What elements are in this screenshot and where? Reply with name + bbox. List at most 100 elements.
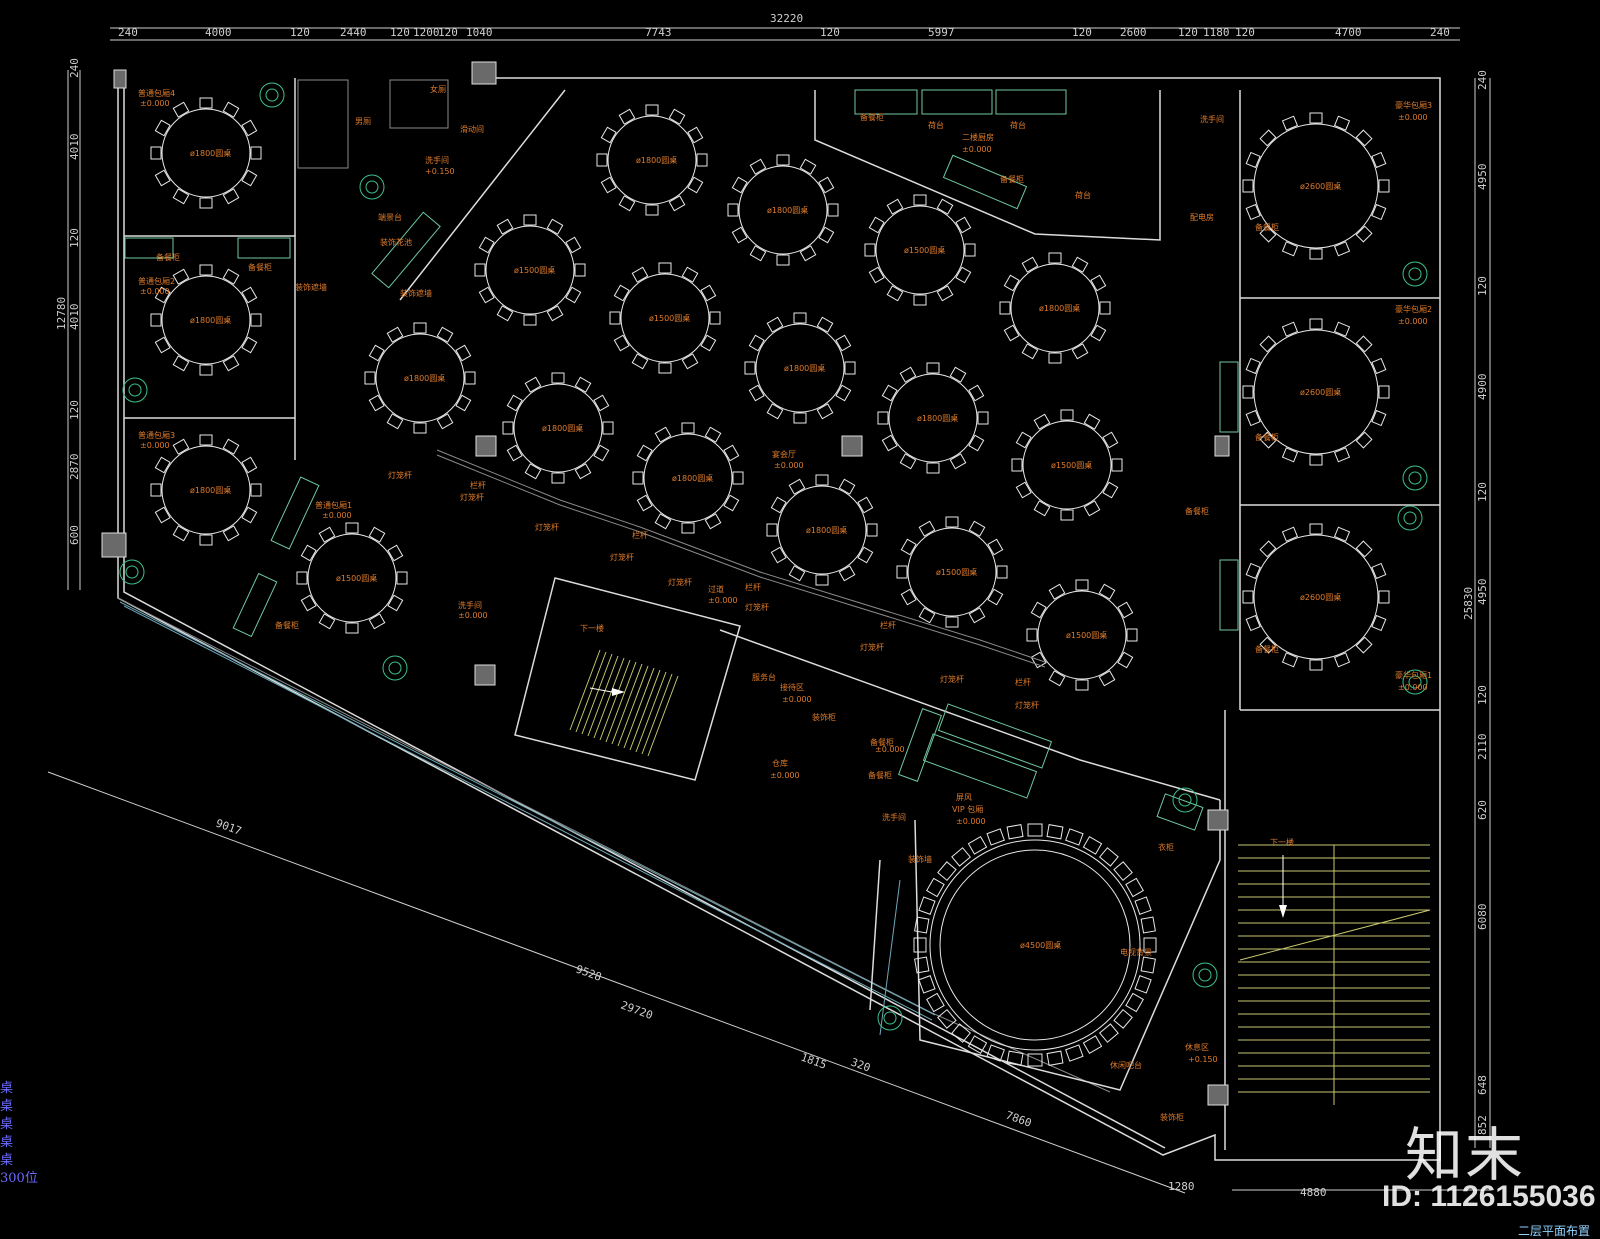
room-label: 配电房 [1190,212,1214,222]
room-label: 灯笼杆 [860,642,884,652]
dimension-label: 9528 [574,963,603,984]
room-label: 灯笼杆 [388,470,412,480]
room-label: 宴会厅 [772,449,796,459]
table-label: ø4500圆桌 [1020,940,1061,950]
watermark-id: ID: 1126155036 [1382,1180,1596,1213]
round-table: ø2600圆桌 [1242,523,1390,671]
room-label: 备餐柜 [275,620,299,630]
round-table: ø1800圆桌 [150,434,262,546]
table-label: ø2600圆桌 [1300,181,1341,191]
dimension-label: 120 [390,26,410,39]
plant-icon [1172,787,1198,813]
plant-icon [1402,465,1428,491]
room-label: +0.150 [1188,1055,1218,1064]
table-label: ø1500圆桌 [936,567,977,577]
table-label: ø1500圆桌 [904,245,945,255]
table-label: ø1500圆桌 [336,573,377,583]
dimension-label: 25830 [1462,587,1475,620]
room-label: 备餐柜 [868,770,892,780]
room-label: 荷台 [1075,190,1091,200]
vip-table: ø4500圆桌 [913,823,1157,1067]
dimension-label: 7860 [1004,1109,1033,1130]
room-label: ±0.000 [1398,113,1428,122]
dimension-label: 120 [1178,26,1198,39]
plant-icon [1402,669,1428,695]
room-label: 服务台 [752,672,776,682]
room-label: 灯笼杆 [460,492,484,502]
room-label: 豪华包厢2 [1395,304,1432,314]
dimension-label: 32220 [770,12,803,25]
round-table: ø1800圆桌 [364,322,476,434]
room-label: ±0.000 [1398,317,1428,326]
dimension-label: 120 [68,400,81,420]
dimension-label: 4700 [1335,26,1362,39]
room-label: ±0.000 [140,441,170,450]
table-label: ø2600圆桌 [1300,387,1341,397]
watermark-logo: 知末 [1405,1121,1526,1189]
table-label: ø1800圆桌 [404,373,445,383]
room-labels: 普通包厢4±0.000普通包厢2±0.000普通包厢3±0.000普通包厢1±0… [138,84,1432,1122]
round-table: ø1800圆桌 [877,362,989,474]
dimension-label: 1200 [413,26,440,39]
room-label: 灯笼杆 [535,522,559,532]
room-label: 装饰柜 [812,712,836,722]
room-label: 普通包厢3 [138,430,175,440]
table-label: ø2600圆桌 [1300,592,1341,602]
room-label: 备餐柜 [156,252,180,262]
room-label: 洗手间 [1200,114,1224,124]
room-label: ±0.000 [956,817,986,826]
room-label: 备餐柜 [1000,174,1024,184]
room-label: ±0.000 [140,99,170,108]
round-table: ø1800圆桌 [727,154,839,266]
room-label: 备餐柜 [1185,506,1209,516]
dimension-label: 2440 [340,26,367,39]
dimension-label: 120 [1235,26,1255,39]
room-label: 备餐柜 [248,262,272,272]
dimension-label: 4900 [1476,374,1489,401]
room-label: ±0.000 [458,611,488,620]
dimension-label: 2600 [1120,26,1147,39]
legend-item: 桌 [0,1081,14,1096]
legend-item: 桌 [0,1099,14,1114]
dimension-label: 1040 [466,26,493,39]
table-label: ø1800圆桌 [190,315,231,325]
table-label: ø1500圆桌 [514,265,555,275]
round-table: ø2600圆桌 [1242,112,1390,260]
room-label: 洗手间 [882,812,906,822]
room-label: ±0.000 [708,596,738,605]
room-label: ±0.000 [140,287,170,296]
dimension-lines [47,27,1491,1194]
room-label: 滑动间 [460,124,484,134]
room-label: 普通包厢1 [315,500,352,510]
dimension-label: 240 [1476,70,1489,90]
room-label: 普通包厢2 [138,276,175,286]
room-label: 栏杆 [470,480,486,490]
dimension-label: 120 [820,26,840,39]
dimension-label: 4950 [1476,579,1489,606]
table-label: ø1800圆桌 [806,525,847,535]
plants [119,82,1428,1031]
room-label: 二楼厨房 [962,132,994,142]
room-label: 灯笼杆 [610,552,634,562]
table-label: ø1800圆桌 [672,473,713,483]
round-table: ø2600圆桌 [1242,318,1390,466]
plant-icon [877,1005,903,1031]
room-label: 备餐柜 [1255,432,1279,442]
room-label: 洗手间 [425,155,449,165]
dimension-label: 6080 [1476,904,1489,931]
dimension-label: 240 [68,58,81,78]
room-label: 豪华包厢3 [1395,100,1432,110]
dimension-label: 120 [1476,276,1489,296]
room-label: 灯笼杆 [668,577,692,587]
room-label: 下一楼 [1270,837,1294,847]
dimension-label: 240 [118,26,138,39]
dimension-label: 120 [1476,482,1489,502]
room-label: 灯笼杆 [940,674,964,684]
room-label: 男厕 [355,117,371,126]
dimension-label: 4000 [205,26,232,39]
table-label: ø1800圆桌 [917,413,958,423]
room-label: 装饰墙 [908,854,932,864]
round-table: ø1500圆桌 [609,262,721,374]
plant-icon [259,82,285,108]
legend-item: 300位 [0,1171,38,1186]
